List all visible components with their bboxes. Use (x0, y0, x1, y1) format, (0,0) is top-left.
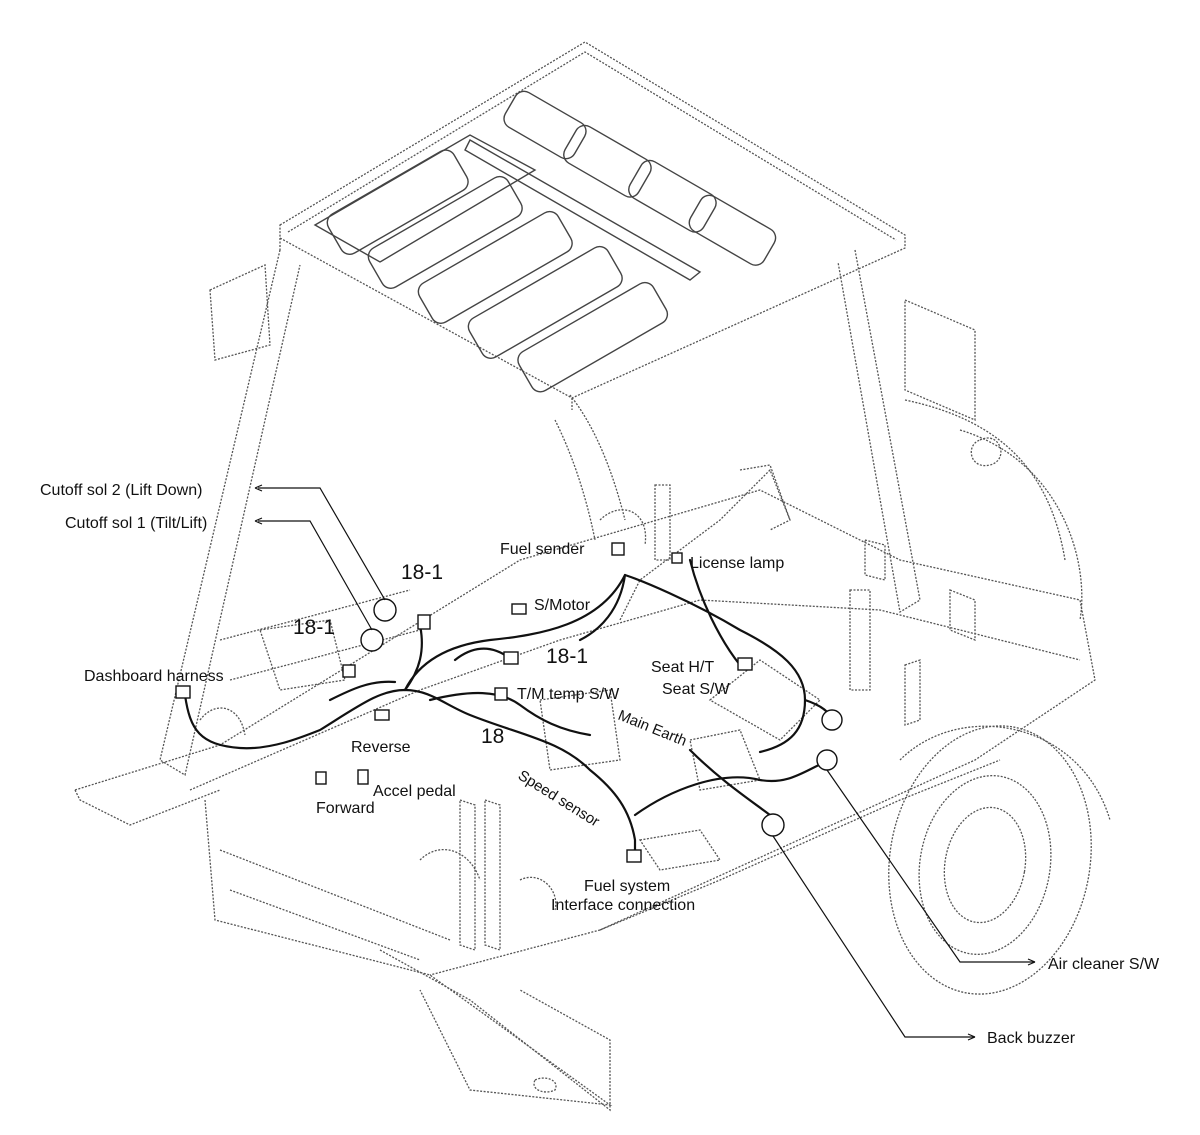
label-main-earth: Main Earth (616, 707, 690, 750)
label-ref-18: 18 (481, 725, 504, 748)
cutoff-sol-1-symbol (360, 628, 384, 652)
guard-pillars (159, 249, 976, 777)
label-seat-sw: Seat S/W (662, 681, 730, 698)
air-cleaner-symbol (816, 749, 838, 771)
cutoff-sol-2-symbol (373, 598, 397, 622)
connector-18-1-top (417, 614, 431, 630)
label-accel-pedal: Accel pedal (373, 783, 456, 800)
main-earth-terminal (821, 709, 843, 731)
connector-fuel-sender (611, 542, 625, 556)
connector-18-1-right (503, 651, 519, 665)
label-interface-connection: Interface connection (551, 897, 695, 914)
label-forward: Forward (316, 800, 375, 817)
connector-forward (315, 771, 327, 785)
label-s-motor: S/Motor (534, 597, 591, 614)
connector-accel-pedal (357, 769, 369, 785)
label-tm-temp-sw: T/M temp S/W (517, 686, 620, 703)
wiring-harness (183, 558, 834, 857)
connector-license-lamp (671, 552, 683, 564)
label-cutoff-sol-2: Cutoff sol 2 (Lift Down) (40, 482, 202, 499)
connector-dashboard (175, 685, 191, 699)
label-reverse: Reverse (351, 739, 411, 756)
label-speed-sensor: Speed sensor (515, 767, 603, 830)
chassis-body (74, 399, 1096, 1112)
label-dashboard-harness: Dashboard harness (84, 668, 224, 685)
leader-lines (254, 484, 1036, 1041)
label-ref-18-1-right: 18-1 (546, 645, 588, 668)
connector-tm-temp (494, 687, 508, 701)
overhead-guard (279, 41, 906, 410)
label-air-cleaner-sw: Air cleaner S/W (1048, 956, 1160, 973)
connector-fuel-system (626, 849, 642, 863)
label-license-lamp: License lamp (690, 555, 784, 572)
rear-wheel (888, 725, 1111, 995)
label-back-buzzer: Back buzzer (987, 1030, 1076, 1047)
connectors (175, 542, 843, 863)
label-ref-18-1-left: 18-1 (293, 616, 335, 639)
label-cutoff-sol-1: Cutoff sol 1 (Tilt/Lift) (65, 515, 207, 532)
connector-18-1-left (342, 664, 356, 678)
connector-reverse (374, 709, 390, 721)
connector-s-motor (511, 603, 527, 615)
label-fuel-system: Fuel system (584, 878, 670, 895)
connector-seat (737, 657, 753, 671)
label-ref-18-1-top: 18-1 (401, 561, 443, 584)
label-seat-ht: Seat H/T (651, 659, 714, 676)
label-fuel-sender: Fuel sender (500, 541, 585, 558)
back-buzzer-symbol (761, 813, 785, 837)
